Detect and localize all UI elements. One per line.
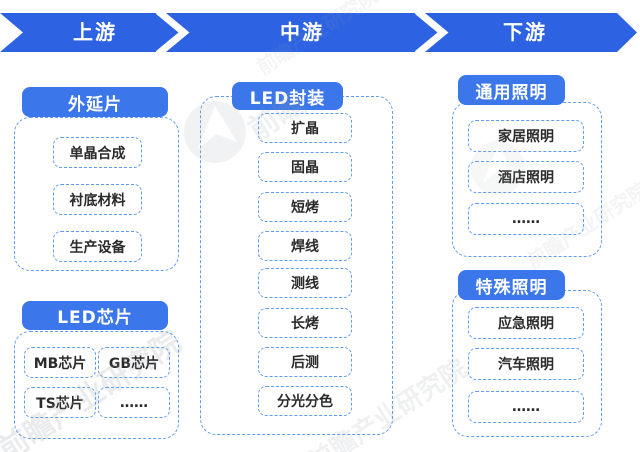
item-epitaxial-1: 衬底材料 (53, 184, 142, 215)
item-special-ellipsis: …… (468, 391, 584, 423)
banner-segment-downstream: 下游 (503, 20, 547, 44)
group-header-epitaxial: 外延片 (22, 87, 168, 117)
banner-arrow-band (0, 8, 637, 57)
item-packaging-3: 焊线 (258, 231, 352, 261)
banner-separator-chevron (414, 8, 449, 57)
banner-arrow-shape (0, 13, 637, 52)
item-packaging-0: 扩晶 (258, 113, 352, 143)
item-general-1: 酒店照明 (468, 161, 584, 193)
item-packaging-6: 后测 (258, 347, 352, 377)
item-chip-2: TS芯片 (24, 387, 96, 418)
watermark-text: 前瞻产业研究院 (250, 0, 390, 85)
item-packaging-7: 分光分色 (258, 386, 352, 416)
item-packaging-2: 短烤 (258, 192, 352, 222)
item-epitaxial-2: 生产设备 (53, 231, 142, 262)
item-epitaxial-0: 单晶合成 (53, 137, 142, 168)
item-general-ellipsis: …… (468, 203, 584, 235)
group-header-led-chip: LED芯片 (22, 301, 168, 330)
group-header-led-packaging: LED封装 (232, 82, 343, 110)
group-container-epitaxial (14, 117, 179, 271)
group-container-led-packaging (200, 96, 393, 435)
banner-segment-upstream: 上游 (73, 20, 117, 44)
item-packaging-1: 固晶 (258, 152, 352, 182)
watermark-text: 前瞻产业研究院 (303, 353, 473, 452)
banner-segment-midstream: 中游 (280, 20, 324, 44)
item-chip-0: MB芯片 (24, 347, 96, 378)
banner-separator-chevron (155, 8, 190, 57)
group-header-special-lighting: 特殊照明 (458, 270, 565, 300)
item-general-0: 家居照明 (468, 120, 584, 152)
item-special-0: 应急照明 (468, 307, 584, 339)
item-chip-ellipsis: …… (98, 387, 170, 418)
item-packaging-4: 测线 (258, 268, 352, 298)
group-container-led-chip (14, 331, 179, 439)
item-chip-1: GB芯片 (98, 347, 170, 378)
item-special-1: 汽车照明 (468, 348, 584, 380)
item-packaging-5: 长烤 (258, 308, 352, 338)
group-header-general-lighting: 通用照明 (458, 75, 565, 105)
